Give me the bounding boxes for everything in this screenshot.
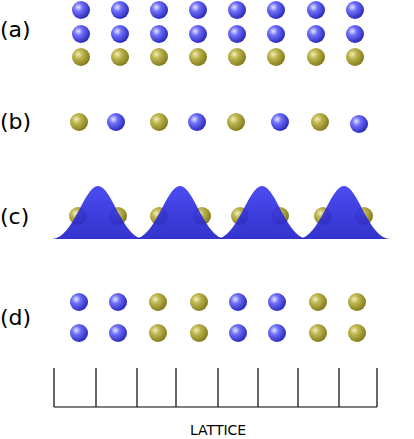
blue-atom [268, 293, 286, 311]
lattice-tick [257, 368, 258, 407]
blue-atom [109, 293, 127, 311]
row-a [72, 1, 364, 66]
lattice-tick [217, 368, 218, 407]
olive-atom [111, 48, 129, 66]
blue-atom [346, 25, 364, 43]
olive-atom [307, 48, 325, 66]
blue-atom [228, 1, 246, 19]
blue-atom [307, 25, 325, 43]
blue-atom [111, 25, 129, 43]
lattice-tick [95, 368, 96, 407]
density-peak [298, 186, 390, 239]
panel-label: (d) [0, 305, 31, 331]
olive-atom [267, 48, 285, 66]
row-b [70, 113, 368, 133]
olive-atom [311, 113, 329, 131]
blue-atom [271, 113, 289, 131]
lattice-tick [136, 368, 137, 407]
blue-atom [350, 115, 368, 133]
density-peak [52, 186, 144, 239]
olive-atom [348, 324, 366, 342]
olive-atom [309, 324, 327, 342]
blue-atom [70, 293, 88, 311]
blue-atom [111, 1, 129, 19]
lattice-tick [297, 368, 298, 407]
panel-label: (c) [0, 204, 29, 230]
blue-atom [228, 25, 246, 43]
blue-atom [107, 113, 125, 131]
olive-atom [150, 48, 168, 66]
blue-atom [188, 113, 206, 131]
blue-atom [229, 324, 247, 342]
lattice-tick [376, 368, 377, 407]
olive-atom [72, 48, 90, 66]
panel-label: (b) [0, 109, 31, 135]
olive-atom [149, 293, 167, 311]
lattice-tick [175, 368, 176, 407]
olive-atom [348, 293, 366, 311]
olive-atom [190, 324, 208, 342]
blue-atom [189, 25, 207, 43]
olive-atom [346, 48, 364, 66]
olive-atom [309, 293, 327, 311]
lattice-tick [53, 368, 54, 407]
axis-label: LATTICE [190, 422, 246, 439]
blue-atom [267, 1, 285, 19]
density-peak [134, 186, 226, 239]
blue-atom [109, 324, 127, 342]
blue-atom [307, 1, 325, 19]
density-peak [216, 186, 308, 239]
olive-atom [150, 113, 168, 131]
lattice-line [54, 406, 377, 407]
row-d [70, 293, 366, 342]
blue-atom [72, 25, 90, 43]
olive-atom [70, 113, 88, 131]
olive-atom [189, 48, 207, 66]
blue-atom [150, 25, 168, 43]
blue-atom [229, 293, 247, 311]
olive-atom [228, 48, 246, 66]
blue-atom [70, 324, 88, 342]
olive-atom [149, 324, 167, 342]
olive-atom [227, 113, 245, 131]
blue-atom [150, 1, 168, 19]
lattice-tick [338, 368, 339, 407]
blue-atom [72, 1, 90, 19]
panel-label: (a) [0, 17, 31, 43]
row-c [52, 186, 390, 239]
lattice-scale [54, 368, 377, 407]
blue-atom [189, 1, 207, 19]
olive-atom [190, 293, 208, 311]
blue-atom [267, 25, 285, 43]
blue-atom [268, 324, 286, 342]
blue-atom [346, 1, 364, 19]
